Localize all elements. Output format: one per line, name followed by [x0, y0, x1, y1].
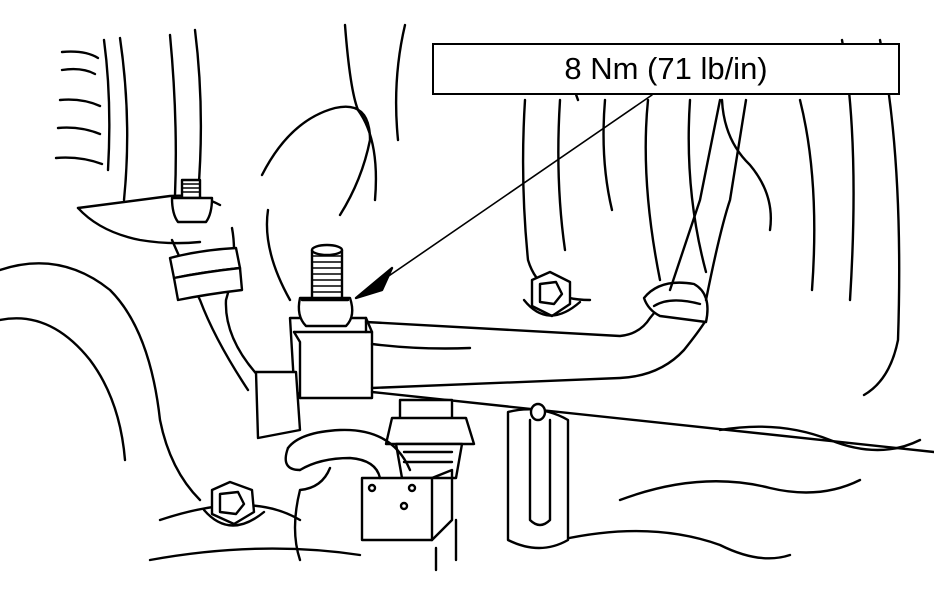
refrigerant-pipe — [364, 98, 934, 454]
torque-callout-box: 8 Nm (71 lb/in) — [432, 43, 900, 95]
fitting-block — [254, 316, 374, 440]
slotted-bracket — [506, 402, 570, 550]
torque-fitting-nut — [297, 243, 354, 328]
callout-leader-arrow — [354, 94, 653, 300]
lower-flange-bolt — [202, 480, 266, 527]
bracket-stud-bolt — [170, 178, 214, 224]
left-hose — [168, 226, 264, 392]
lower-housing — [0, 262, 922, 562]
valve-assembly — [360, 398, 476, 572]
lower-hose — [284, 428, 412, 562]
cooling-fins — [54, 36, 129, 202]
torque-spec-label: 8 Nm (71 lb/in) — [564, 51, 768, 86]
manifold-bolt — [522, 270, 582, 318]
